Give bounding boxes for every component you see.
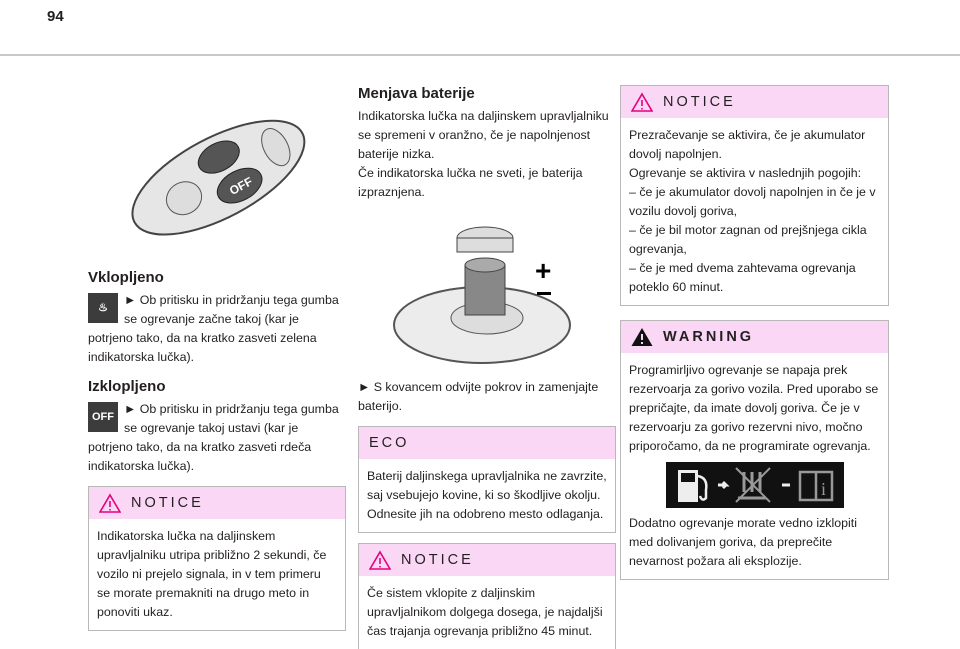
notice-text: – če je akumulator dovolj napolnjen in č…: [629, 185, 876, 218]
off-text: ► Ob pritisku in pridržanju tega gumba s…: [88, 402, 339, 473]
warning-triangle-icon: [369, 550, 391, 570]
heating-icon: ♨: [88, 293, 118, 323]
warning-text: Programirljivo ogrevanje se napaja prek …: [629, 363, 879, 453]
page-number: 94: [47, 8, 64, 25]
notice-text: Prezračevanje se aktivira, če je akumula…: [629, 128, 866, 161]
warning-title: WARNING: [663, 328, 755, 345]
notice-box: NOTICE Indikatorska lučka na daljinskem …: [88, 486, 346, 631]
eco-title: ECO: [369, 434, 410, 451]
refuel-heater-off-pictogram: i: [629, 462, 880, 508]
notice-title: NOTICE: [131, 494, 204, 511]
right-column: NOTICE Prezračevanje se aktivira, če je …: [620, 75, 889, 580]
notice-box: NOTICE Če sistem vklopite z daljinskim u…: [358, 543, 616, 649]
header-divider: [0, 54, 960, 56]
left-column: OFF Vklopljeno ♨ ► Ob pritisku in pridrž…: [88, 100, 346, 631]
battery-replacement-image: +: [358, 210, 616, 370]
battery-step: ► S kovancem odvijte pokrov in zamenjajt…: [358, 380, 599, 413]
middle-column: Menjava baterije Indikatorska lučka na d…: [358, 84, 616, 649]
warning-text: Dodatno ogrevanje morate vedno izklopiti…: [629, 516, 857, 568]
warning-box: WARNING Programirljivo ogrevanje se napa…: [620, 320, 889, 580]
on-text: ► Ob pritisku in pridržanju tega gumba s…: [88, 293, 339, 364]
battery-text: Če indikatorska lučka ne sveti, je bater…: [358, 166, 583, 199]
notice-text: se morate premakniti na drugo meto in po…: [97, 586, 310, 619]
warning-triangle-icon: [631, 328, 653, 346]
eco-box: ECO Baterij daljinskega upravljalnika ne…: [358, 426, 616, 533]
off-icon: OFF: [88, 402, 118, 432]
notice-text: – če je bil motor zagnan od prejšnjega c…: [629, 223, 867, 256]
remote-control-image: OFF: [88, 100, 346, 250]
off-heading: Izklopljeno: [88, 378, 166, 395]
battery-heading: Menjava baterije: [358, 85, 475, 102]
svg-text:+: +: [535, 255, 551, 286]
notice-text: Če sistem vklopite z daljinskim upravlja…: [367, 586, 603, 638]
notice-text: – če je med dvema zahtevama ogrevanja po…: [629, 261, 856, 294]
warning-triangle-icon: [631, 92, 653, 112]
notice-text: Ogrevanje se aktivira v naslednjih pogoj…: [629, 166, 862, 180]
warning-triangle-icon: [99, 493, 121, 513]
battery-text: Indikatorska lučka na daljinskem upravlj…: [358, 109, 609, 161]
eco-text: Baterij daljinskega upravljalnika ne zav…: [367, 469, 607, 521]
notice-text: Indikatorska lučka na daljinskem upravlj…: [97, 529, 327, 581]
notice-box: NOTICE Prezračevanje se aktivira, če je …: [620, 85, 889, 306]
svg-text:i: i: [821, 479, 826, 499]
notice-title: NOTICE: [663, 93, 736, 110]
on-heading: Vklopljeno: [88, 269, 164, 286]
notice-title: NOTICE: [401, 551, 474, 568]
